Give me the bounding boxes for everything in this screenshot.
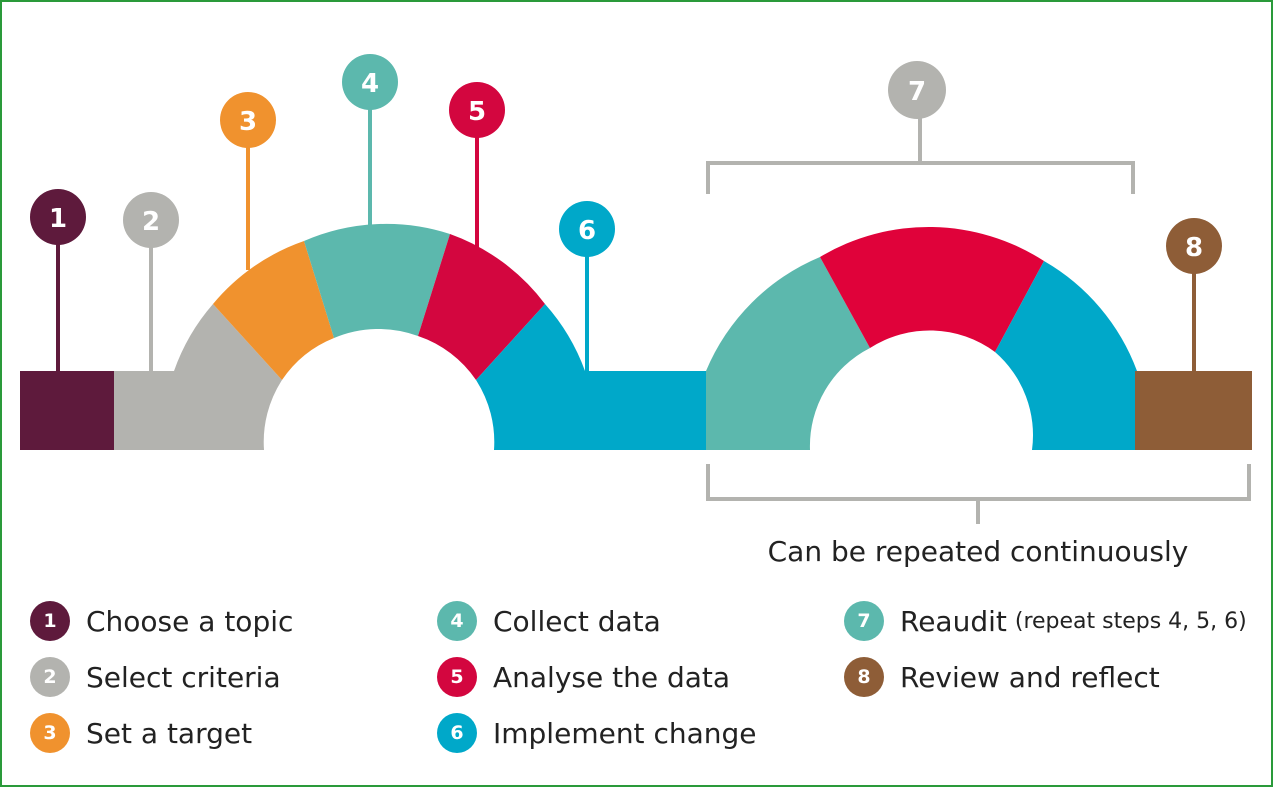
step-marker-circle bbox=[1166, 218, 1222, 274]
reaudit-top-bracket bbox=[706, 114, 1135, 194]
step-marker-circle bbox=[342, 54, 398, 110]
legend-item-6: 6 Implement change bbox=[437, 713, 756, 753]
step-6-segment bbox=[476, 304, 706, 450]
step-marker-number: 8 bbox=[1185, 233, 1203, 263]
legend-number-badge: 1 bbox=[30, 601, 70, 641]
step-marker-circle bbox=[30, 189, 86, 245]
step-marker-circle bbox=[220, 92, 276, 148]
reaudit-brackets bbox=[706, 114, 1251, 524]
legend-item-2: 2 Select criteria bbox=[30, 657, 281, 697]
legend-item-7: 7 Reaudit (repeat steps 4, 5, 6) bbox=[844, 601, 1247, 641]
legend-label: Implement change bbox=[493, 716, 757, 750]
legend-label: Collect data bbox=[493, 604, 661, 638]
legend-label: Select criteria bbox=[86, 660, 281, 694]
step-marker-number: 4 bbox=[361, 69, 379, 99]
step-4-segment bbox=[304, 223, 450, 338]
step-marker-6: 6 bbox=[559, 201, 615, 372]
step-marker-circle bbox=[123, 192, 179, 248]
legend-number-badge: 6 bbox=[437, 713, 477, 753]
process-band bbox=[20, 223, 1252, 450]
step-5-segment bbox=[418, 234, 545, 380]
step-marker-number: 1 bbox=[49, 204, 67, 234]
legend-number-badge: 8 bbox=[844, 657, 884, 697]
step-marker-number: 2 bbox=[142, 207, 160, 237]
legend-label: Analyse the data bbox=[493, 660, 731, 694]
legend-label: Set a target bbox=[86, 716, 253, 750]
legend-number-badge: 2 bbox=[30, 657, 70, 697]
legend-item-8: 8 Review and reflect bbox=[844, 657, 1160, 697]
step-marker-circle bbox=[888, 61, 946, 119]
legend-item-1: 1 Choose a topic bbox=[30, 601, 293, 641]
step-marker-circle bbox=[449, 82, 505, 138]
legend-number-badge: 4 bbox=[437, 601, 477, 641]
step-markers: 1 2 3 4 5 6 7 8 bbox=[30, 54, 1222, 372]
step-marker-5: 5 bbox=[449, 82, 505, 252]
step-marker-7: 7 bbox=[888, 61, 946, 119]
step-marker-2: 2 bbox=[123, 192, 179, 372]
step-marker-3: 3 bbox=[220, 92, 276, 270]
legend-label: Choose a topic bbox=[86, 604, 294, 638]
reaudit-implement-segment bbox=[995, 261, 1137, 450]
step-marker-number: 7 bbox=[908, 77, 926, 107]
step-marker-number: 5 bbox=[468, 97, 486, 127]
step-8-segment bbox=[1135, 371, 1252, 450]
legend-label: Review and reflect bbox=[900, 660, 1160, 694]
legend-sublabel: (repeat steps 4, 5, 6) bbox=[1014, 608, 1247, 634]
step-3-segment bbox=[213, 241, 334, 380]
legend-number-badge: 5 bbox=[437, 657, 477, 697]
step-marker-4: 4 bbox=[342, 54, 398, 229]
step-marker-number: 3 bbox=[239, 107, 257, 137]
reaudit-analyse-segment bbox=[820, 226, 1044, 352]
step-marker-circle bbox=[559, 201, 615, 257]
legend-item-3: 3 Set a target bbox=[30, 713, 252, 753]
legend-label: Reaudit bbox=[900, 604, 1007, 638]
repeat-bracket bbox=[706, 464, 1251, 524]
legend-number-badge: 7 bbox=[844, 601, 884, 641]
step-2-segment bbox=[114, 304, 282, 450]
legend-item-5: 5 Analyse the data bbox=[437, 657, 730, 697]
reaudit-collect-segment bbox=[706, 257, 870, 450]
step-marker-1: 1 bbox=[30, 189, 86, 372]
repeat-note: Can be repeated continuously bbox=[768, 535, 1189, 568]
step-1-segment bbox=[20, 371, 116, 450]
legend-item-4: 4 Collect data bbox=[437, 601, 661, 641]
legend-number-badge: 3 bbox=[30, 713, 70, 753]
step-marker-8: 8 bbox=[1166, 218, 1222, 372]
step-marker-number: 6 bbox=[578, 216, 596, 246]
